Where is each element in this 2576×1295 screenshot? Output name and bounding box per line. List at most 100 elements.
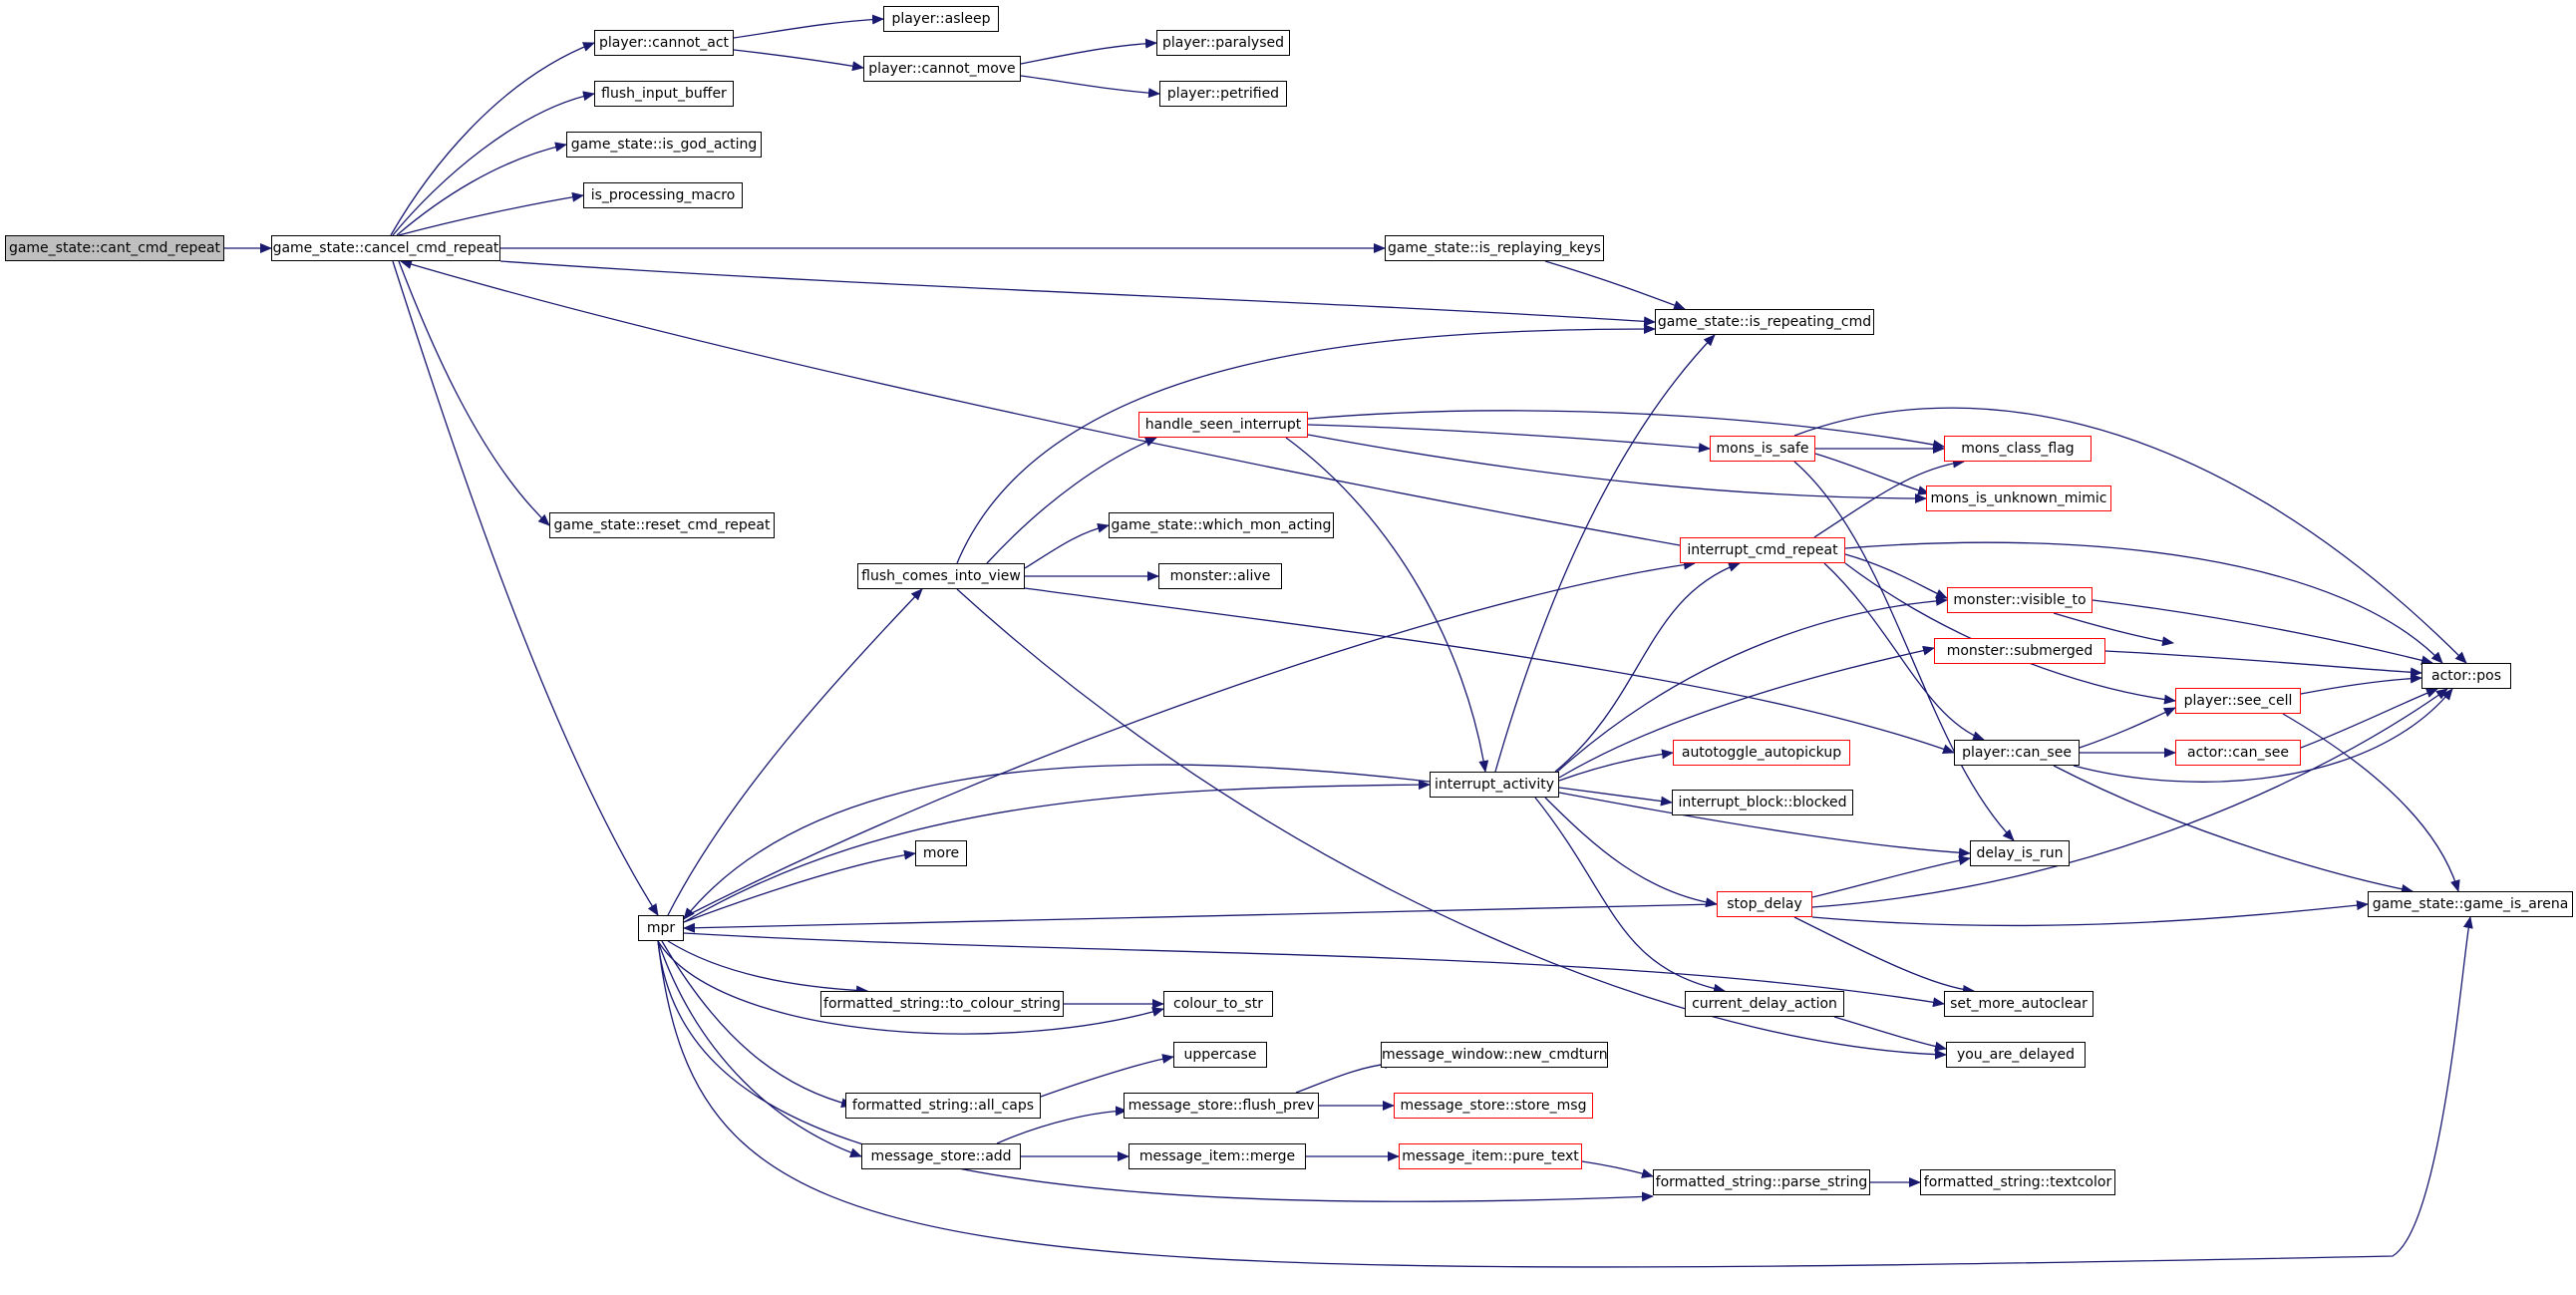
edge-cannot_move-to-petrified bbox=[1020, 75, 1160, 99]
edge-interrupt_activity-to-current_delay bbox=[1534, 797, 1726, 994]
node-is-god-acting[interactable]: game_state::is_god_acting bbox=[566, 132, 762, 158]
edge-interrupt_repeat-to-see_cell bbox=[1844, 562, 2176, 705]
edge-can_see-to-arena bbox=[2053, 765, 2414, 894]
node-to-colour-string[interactable]: formatted_string::to_colour_string bbox=[820, 991, 1064, 1017]
edge-interrupt_activity-to-submerged bbox=[1558, 645, 1935, 779]
node-autotoggle-autopickup[interactable]: autotoggle_autopickup bbox=[1673, 740, 1850, 766]
node-you-are-delayed[interactable]: you_are_delayed bbox=[1946, 1042, 2086, 1068]
node-player-can-see[interactable]: player::can_see bbox=[1954, 740, 2080, 766]
edge-interrupt_activity-to-blocked bbox=[1558, 787, 1673, 807]
edge-interrupt_activity-to-delay_run bbox=[1558, 792, 1971, 858]
edge-handle_seen-to-safe bbox=[1307, 424, 1711, 454]
edge-flush_view-to-delayed bbox=[956, 588, 1947, 1060]
edge-current_delay-to-delayed bbox=[1833, 1016, 1947, 1052]
edge-safe-to-unknown_mimic bbox=[1814, 453, 1930, 495]
edge-layer bbox=[224, 14, 2473, 1268]
node-pure-text[interactable]: message_item::pure_text bbox=[1399, 1143, 1582, 1169]
node-set-more-autoclear[interactable]: set_more_autoclear bbox=[1944, 991, 2093, 1017]
node-petrified[interactable]: player::petrified bbox=[1159, 81, 1287, 107]
node-current-delay-action[interactable]: current_delay_action bbox=[1685, 991, 1844, 1017]
edge-interrupt_activity-to-repeating bbox=[1494, 334, 1716, 773]
node-cancel-cmd-repeat[interactable]: game_state::cancel_cmd_repeat bbox=[271, 235, 500, 261]
edge-can_see-to-actor_pos bbox=[2073, 688, 2453, 783]
edge-mpr-to-more bbox=[683, 849, 916, 923]
node-mpr[interactable]: mpr bbox=[638, 915, 684, 941]
edge-interrupt_repeat-to-actor_pos bbox=[1844, 541, 2443, 664]
node-asleep[interactable]: player::asleep bbox=[883, 6, 999, 32]
node-reset-cmd-repeat[interactable]: game_state::reset_cmd_repeat bbox=[549, 512, 775, 538]
edge-cannot_act-to-asleep bbox=[733, 14, 884, 39]
node-monster-alive[interactable]: monster::alive bbox=[1158, 563, 1282, 589]
node-stop-delay[interactable]: stop_delay bbox=[1717, 891, 1812, 917]
node-flush-prev[interactable]: message_store::flush_prev bbox=[1124, 1093, 1319, 1119]
edge-interrupt_activity-to-visible_to bbox=[1554, 595, 1948, 775]
edge-stop_delay-to-arena bbox=[1811, 900, 2369, 927]
node-actor-can-see[interactable]: actor::can_see bbox=[2175, 740, 2301, 766]
node-flush-input-buffer[interactable]: flush_input_buffer bbox=[594, 81, 734, 107]
node-paralysed[interactable]: player::paralysed bbox=[1156, 30, 1290, 56]
edge-stop_delay-to-delay_run bbox=[1811, 855, 1971, 898]
edge-flush_view-to-handle_seen bbox=[986, 437, 1157, 564]
edge-cannot_act-to-cannot_move bbox=[733, 49, 864, 72]
node-store-msg[interactable]: message_store::store_msg bbox=[1394, 1093, 1593, 1119]
node-monster-submerged[interactable]: monster::submerged bbox=[1934, 638, 2105, 664]
edge-see_cell-to-actor_pos bbox=[2300, 673, 2422, 695]
node-parse-string[interactable]: formatted_string::parse_string bbox=[1653, 1169, 1870, 1195]
node-flush-comes-into-view[interactable]: flush_comes_into_view bbox=[857, 563, 1025, 589]
edge-handle_seen-to-interrupt_activity bbox=[1285, 437, 1489, 773]
node-message-store-add[interactable]: message_store::add bbox=[861, 1143, 1021, 1169]
node-textcolor[interactable]: formatted_string::textcolor bbox=[1920, 1169, 2115, 1195]
node-cant-cmd-repeat[interactable]: game_state::cant_cmd_repeat bbox=[5, 235, 224, 261]
node-player-see-cell[interactable]: player::see_cell bbox=[2175, 688, 2301, 714]
edge-flush_view-to-repeating bbox=[956, 324, 1656, 564]
edge-all_caps-to-uppercase bbox=[1040, 1054, 1174, 1098]
edge-flush_view-to-can_see bbox=[1024, 587, 1955, 755]
node-is-repeating-cmd[interactable]: game_state::is_repeating_cmd bbox=[1655, 309, 1874, 335]
edge-interrupt_activity-to-stop_delay bbox=[1544, 797, 1718, 908]
node-which-mon-acting[interactable]: game_state::which_mon_acting bbox=[1109, 512, 1334, 538]
edge-cancel-to-macro bbox=[398, 191, 584, 236]
edge-handle_seen-to-class_flag bbox=[1307, 410, 1945, 450]
node-delay-is-run[interactable]: delay_is_run bbox=[1970, 840, 2070, 866]
node-more[interactable]: more bbox=[915, 840, 967, 866]
edge-submerged-to-actor_pos bbox=[2104, 650, 2422, 678]
node-handle-seen-interrupt[interactable]: handle_seen_interrupt bbox=[1138, 412, 1308, 438]
edge-can_see-to-see_cell bbox=[2079, 707, 2176, 749]
edge-handle_seen-to-unknown_mimic bbox=[1307, 434, 1927, 503]
node-game-is-arena[interactable]: game_state::game_is_arena bbox=[2368, 891, 2573, 917]
node-interrupt-cmd-repeat[interactable]: interrupt_cmd_repeat bbox=[1680, 537, 1845, 563]
edge-interrupt_repeat-to-class_flag bbox=[1813, 458, 1965, 538]
node-mons-class-flag[interactable]: mons_class_flag bbox=[1944, 436, 2092, 462]
edge-stop_delay-to-actor_pos bbox=[1811, 688, 2448, 908]
node-actor-pos[interactable]: actor::pos bbox=[2421, 663, 2511, 689]
edge-safe-to-actor_pos bbox=[1793, 407, 2467, 664]
node-message-item-merge[interactable]: message_item::merge bbox=[1128, 1143, 1306, 1169]
node-cannot-move[interactable]: player::cannot_move bbox=[863, 56, 1021, 82]
edge-cancel-to-repeating bbox=[499, 260, 1656, 327]
edge-mpr-to-interrupt_activity bbox=[683, 780, 1431, 923]
edge-visible_to-to-actor_pos bbox=[2092, 599, 2433, 666]
node-colour-to-str[interactable]: colour_to_str bbox=[1163, 991, 1273, 1017]
edge-interrupt_activity-to-interrupt_repeat bbox=[1554, 562, 1741, 773]
edge-pure_text-to-parse bbox=[1581, 1160, 1654, 1178]
edge-mpr-to-all_caps bbox=[661, 940, 853, 1109]
edge-interrupt_repeat-to-cancel bbox=[400, 259, 1681, 546]
node-mons-is-unknown-mimic[interactable]: mons_is_unknown_mimic bbox=[1926, 486, 2111, 511]
node-interrupt-block-blocked[interactable]: interrupt_block::blocked bbox=[1672, 790, 1853, 815]
edge-actor_can_see-to-actor_pos bbox=[2300, 688, 2438, 749]
node-is-replaying-keys[interactable]: game_state::is_replaying_keys bbox=[1385, 235, 1604, 261]
edge-mpr-to-ms_add bbox=[657, 940, 862, 1158]
node-monster-visible-to[interactable]: monster::visible_to bbox=[1947, 587, 2093, 613]
node-mons-is-safe[interactable]: mons_is_safe bbox=[1710, 436, 1815, 462]
edge-cancel-to-god_acting bbox=[396, 142, 567, 236]
edge-cancel-to-reset bbox=[398, 260, 550, 526]
node-all-caps[interactable]: formatted_string::all_caps bbox=[845, 1093, 1041, 1119]
edge-interrupt_repeat-to-can_see bbox=[1823, 562, 1985, 741]
edge-stop_delay-to-autoclear bbox=[1793, 916, 1975, 995]
node-new-cmdturn[interactable]: message_window::new_cmdturn bbox=[1381, 1042, 1608, 1068]
node-uppercase[interactable]: uppercase bbox=[1173, 1042, 1267, 1068]
node-cannot-act[interactable]: player::cannot_act bbox=[594, 30, 734, 56]
node-is-processing-macro[interactable]: is_processing_macro bbox=[583, 182, 743, 208]
node-interrupt-activity[interactable]: interrupt_activity bbox=[1430, 772, 1559, 798]
